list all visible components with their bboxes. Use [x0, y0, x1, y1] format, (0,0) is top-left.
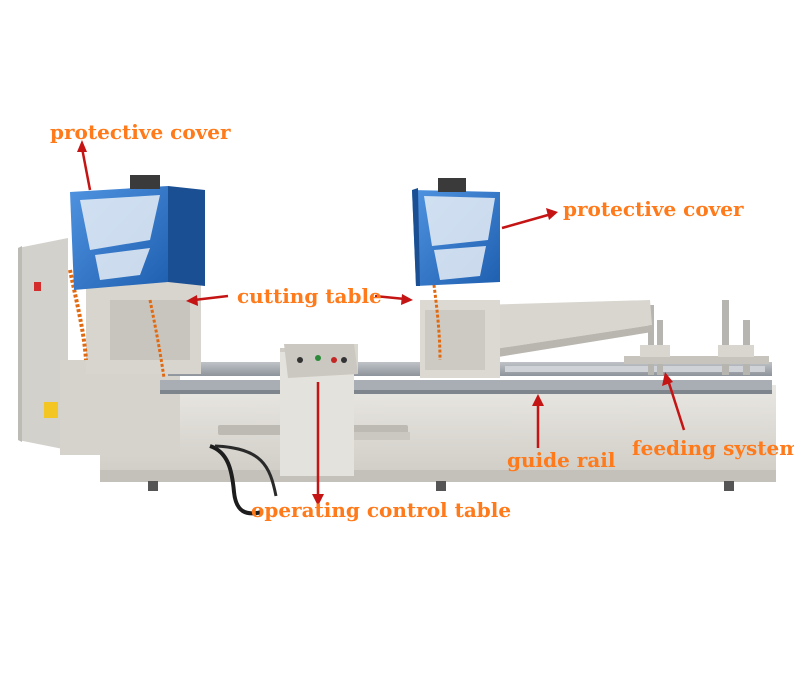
machine-base [60, 360, 776, 516]
indicator-light [34, 282, 41, 291]
label-guide-rail: guide rail [507, 448, 616, 472]
arrow-protective-cover-left [77, 140, 92, 191]
arrow-cutting-table-left [186, 294, 229, 306]
arrow-feeding-system [662, 372, 686, 431]
right-head-arm [420, 300, 652, 378]
left-cutting-head [68, 175, 205, 379]
arrow-cutting-table-right [374, 294, 413, 305]
annotation-arrows [77, 140, 686, 506]
label-protective-cover-left: protective cover [50, 120, 231, 144]
arrow-protective-cover-right [501, 208, 558, 230]
feeding-frame [624, 300, 769, 375]
right-cutting-head [412, 178, 500, 361]
label-feeding-system: feeding system [632, 436, 794, 460]
label-protective-cover-right: protective cover [563, 197, 744, 221]
arrow-guide-rail [532, 394, 544, 448]
left-cabinet [18, 238, 68, 450]
label-cutting-table: cutting table [237, 284, 382, 308]
arrow-control-table [312, 382, 324, 506]
label-operating-control-table: operating control table [251, 498, 512, 522]
warning-sticker [44, 402, 58, 418]
